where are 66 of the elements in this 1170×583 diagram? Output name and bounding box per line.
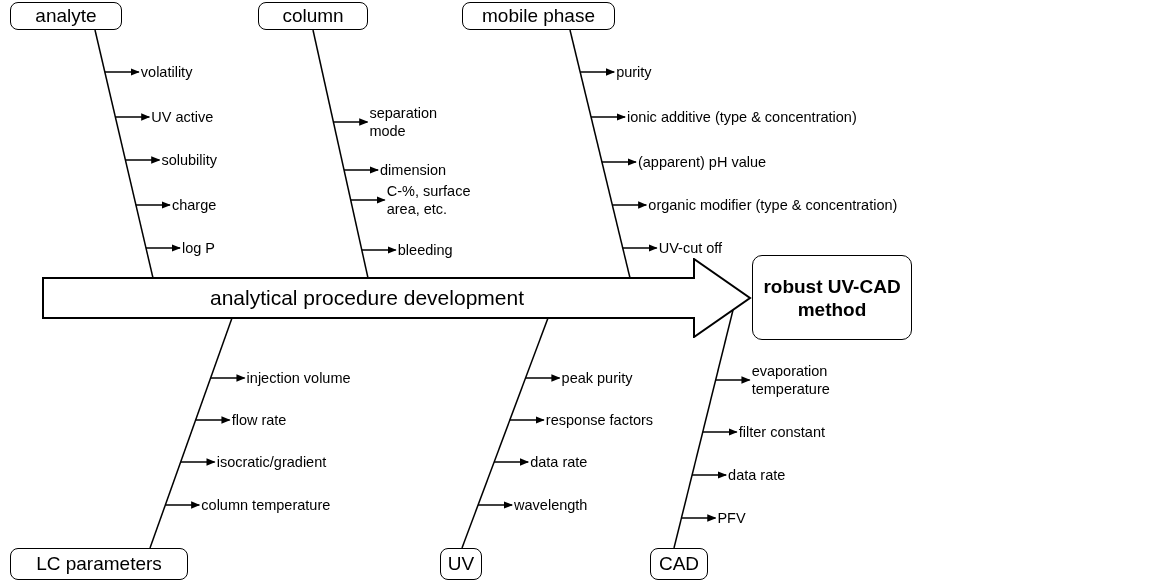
arrow [509,416,545,424]
bone-line [569,29,631,279]
factor-label: volatility [140,63,193,81]
factor-label: separation mode [369,104,465,140]
category-box: column [258,2,368,30]
factor-label: solubility [161,151,217,169]
category-box: UV [440,548,482,580]
arrow [622,244,658,252]
category-box: analyte [10,2,122,30]
arrow [579,68,616,76]
arrow [493,458,530,466]
arrow [524,374,561,382]
factor-label: (apparent) pH value [637,153,767,171]
arrow [477,501,513,509]
bone-line [149,317,233,549]
factor-label: data rate [728,466,786,484]
arrow [611,201,648,209]
factor-label: ionic additive (type & concentration) [627,108,857,126]
factor-label: UV active [151,108,214,126]
arrow [209,374,246,382]
factor-label: log P [181,239,216,257]
factor-label: bleeding [397,241,453,259]
arrow [124,156,161,164]
factor-label: response factors [545,411,654,429]
factor-label: filter constant [738,423,825,441]
arrow [195,416,231,424]
factor-label: dimension [380,161,447,179]
factor-label: data rate [530,453,588,471]
factor-label: flow rate [231,411,287,429]
result-box: robust UV-CAD method [752,255,912,340]
arrow [135,201,171,209]
factor-label: charge [171,196,217,214]
factor-label: PFV [717,509,746,527]
factor-label: purity [616,63,652,81]
factor-label: evaporation temperature [751,362,852,398]
bone-line [673,309,734,549]
factor-label: injection volume [246,369,351,387]
bone-line [94,29,154,279]
arrow [361,246,397,254]
bone-line [312,29,369,279]
arrow [180,458,216,466]
arrow [145,244,181,252]
arrow [601,158,637,166]
factor-label: isocratic/gradient [216,453,327,471]
factor-label: peak purity [561,369,633,387]
factor-label: UV-cut off [658,239,723,257]
arrow [114,113,151,121]
factor-label: wavelength [514,496,588,514]
spine-label: analytical procedure development [209,286,525,310]
arrow [350,196,386,204]
factor-label: column temperature [201,496,331,514]
category-box: CAD [650,548,708,580]
arrow [343,166,379,174]
arrow [590,113,626,121]
factor-label: C-%, surface area, etc. [386,182,497,218]
bone-line [461,317,549,549]
arrow [715,376,751,384]
factor-label: organic modifier (type & concentration) [648,196,898,214]
category-box: mobile phase [462,2,615,30]
arrow [702,428,738,436]
arrow [104,68,140,76]
arrow [680,514,717,522]
arrow [164,501,201,509]
arrow [691,471,727,479]
arrow [332,118,369,126]
category-box: LC parameters [10,548,188,580]
